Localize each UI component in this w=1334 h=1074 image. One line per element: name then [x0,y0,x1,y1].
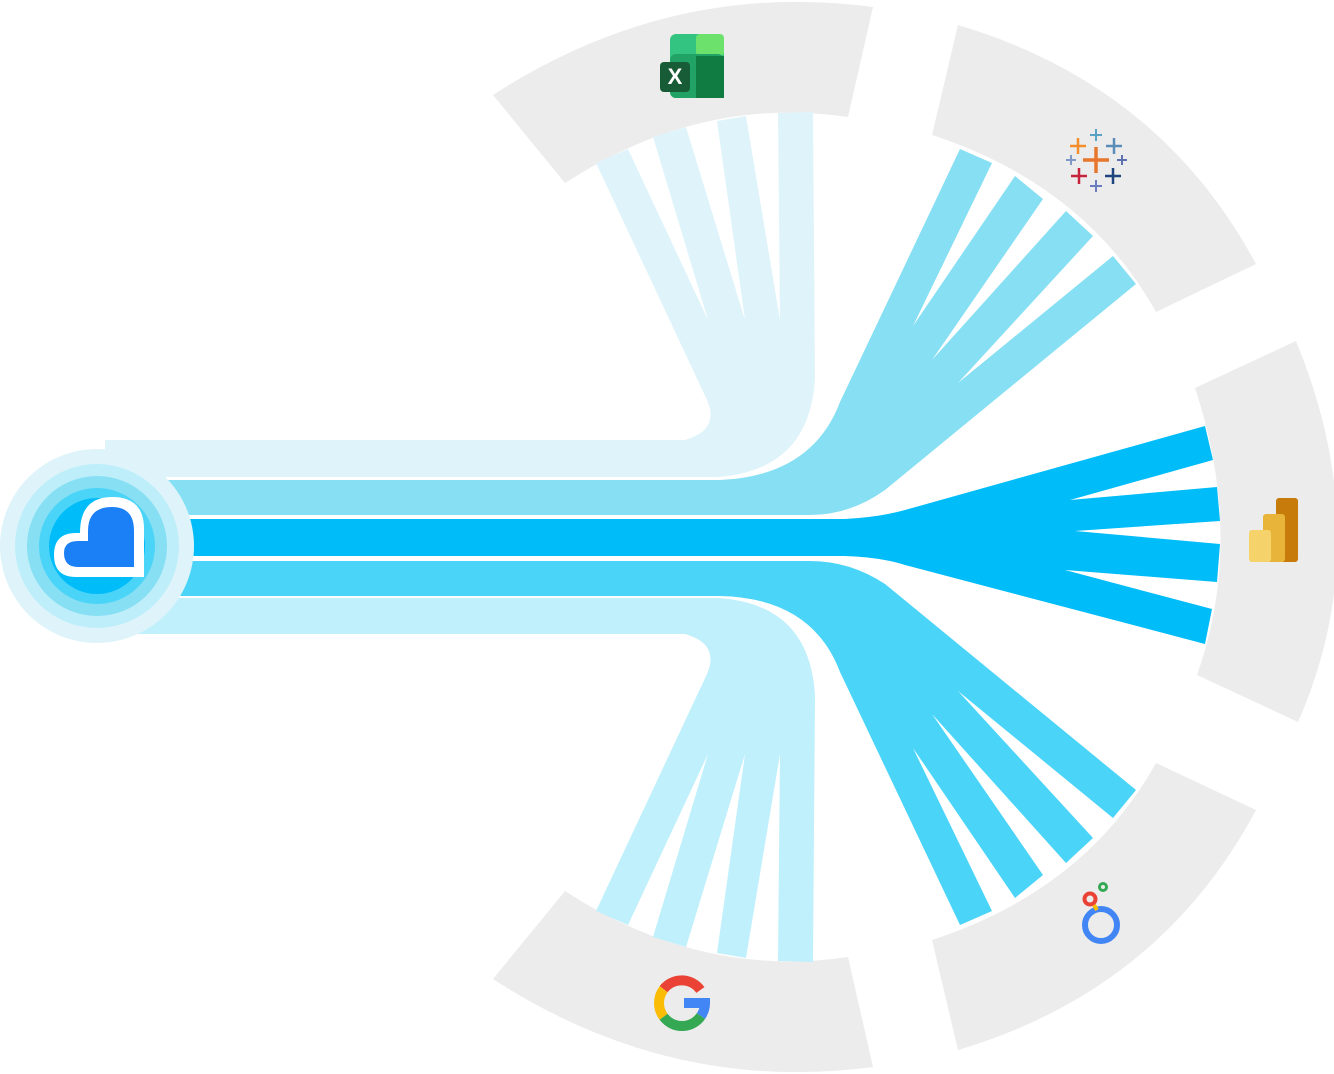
cloud-heart-icon [54,497,144,577]
sector-tableau [932,25,1256,312]
power-bi-icon [1249,498,1298,562]
flow-band-google [105,598,815,962]
flow-band-looker [150,561,1136,925]
source-node [0,449,194,643]
flow-bands [105,112,1220,962]
excel-letter: X [668,64,683,89]
flow-band-powerbi [150,426,1220,644]
tableau-icon [1066,129,1127,192]
flow-band-tableau [150,149,1136,515]
looker-studio-icon [1082,882,1120,944]
microsoft-excel-icon: X [660,34,724,98]
flow-band-excel [105,112,815,477]
google-icon [654,975,711,1031]
